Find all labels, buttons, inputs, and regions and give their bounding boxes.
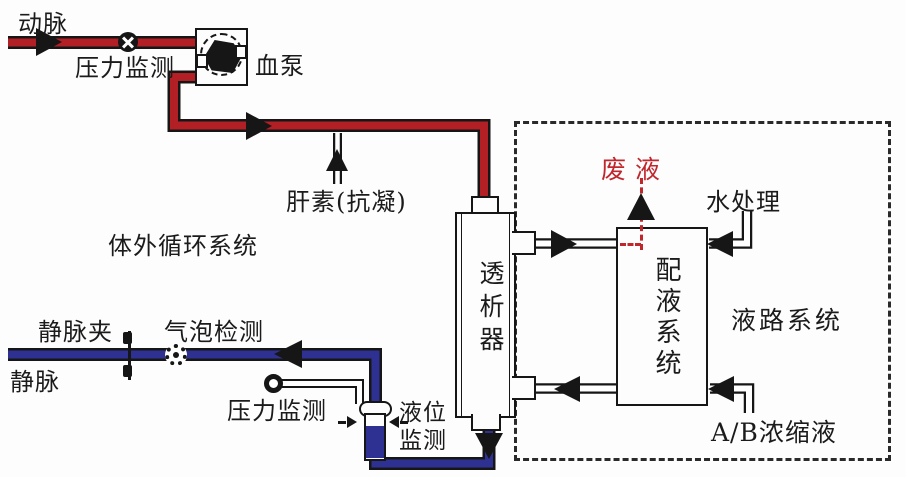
arterial-flow-arrow-icon	[36, 28, 62, 56]
waste-label: 废液	[601, 155, 670, 184]
arterial-pressure-label: 压力监测	[75, 54, 175, 82]
dialysate-out-arrow-icon	[551, 230, 577, 258]
blood-pump-label: 血泵	[255, 52, 305, 80]
heparin-injection-icon	[326, 149, 348, 171]
pump-outflow-arrow-icon	[246, 112, 272, 140]
fluid-circuit-label: 液路系统	[731, 306, 844, 335]
vein-label: 静脉	[10, 368, 60, 396]
venous-pressure-sensor-icon	[264, 374, 283, 393]
arterial-pressure-sensor-icon	[118, 32, 138, 52]
water-inflow-arrow-icon	[707, 231, 733, 257]
venous-clamp-jaw-bottom-icon	[123, 365, 132, 377]
waste-flow-arrow-icon	[627, 193, 655, 220]
level-monitor-label: 液位 监测	[399, 399, 447, 455]
venous-clamp-jaw-top-icon	[123, 332, 132, 344]
dialyzer-body	[455, 212, 516, 418]
venous-clamp-icon	[128, 331, 131, 380]
heparin-label: 肝素(抗凝)	[286, 188, 407, 216]
blood-pump	[195, 28, 248, 86]
bubble-detection-label: 气泡检测	[164, 318, 264, 346]
dialyzer-bottom-neck	[471, 414, 501, 431]
drip-chamber-liquid	[366, 426, 384, 458]
dialysate-in-arrow-icon	[554, 376, 580, 402]
pump-inlet-notch-icon	[196, 54, 208, 68]
dialyzer-inner-wall	[461, 214, 510, 416]
artery-label: 动脉	[18, 10, 68, 38]
level-monitor-label-line2: 监测	[399, 428, 447, 454]
level-sensor-right-dash-icon	[400, 421, 408, 424]
pump-outlet-notch-icon	[235, 45, 247, 59]
extracorporeal-system-label: 体外循环系统	[108, 232, 258, 260]
venous-pressure-label: 压力监测	[227, 397, 327, 425]
level-monitor-label-line1: 液位	[399, 400, 447, 426]
venous-return-arrow-icon	[274, 340, 302, 368]
dialyzer-port-top	[512, 231, 536, 255]
concentrate-inflow-arrow-icon	[708, 376, 734, 402]
dialysate-system-label: 配液系统	[651, 256, 681, 380]
drip-chamber	[364, 413, 386, 461]
dialysate-system-box	[616, 227, 708, 406]
bubble-detector-icon	[165, 344, 187, 366]
venous-pressure-line-fill	[282, 381, 362, 404]
waste-line-horizontal	[620, 243, 641, 246]
dialyzer-port-bottom	[512, 376, 536, 400]
water-treatment-label: 水处理	[706, 188, 781, 216]
level-sensor-left-arrow-icon	[347, 416, 357, 428]
venous-clamp-label: 静脉夹	[38, 318, 113, 346]
dialyzer-label: 透析器	[476, 260, 505, 359]
dialyzer-top-neck	[471, 196, 499, 215]
ab-concentrate-label: A/B浓缩液	[711, 418, 837, 447]
level-sensor-left-dash-icon	[338, 421, 346, 424]
dialyzer-outflow-arrow-icon	[475, 433, 503, 459]
level-sensor-right-arrow-icon	[389, 416, 399, 428]
